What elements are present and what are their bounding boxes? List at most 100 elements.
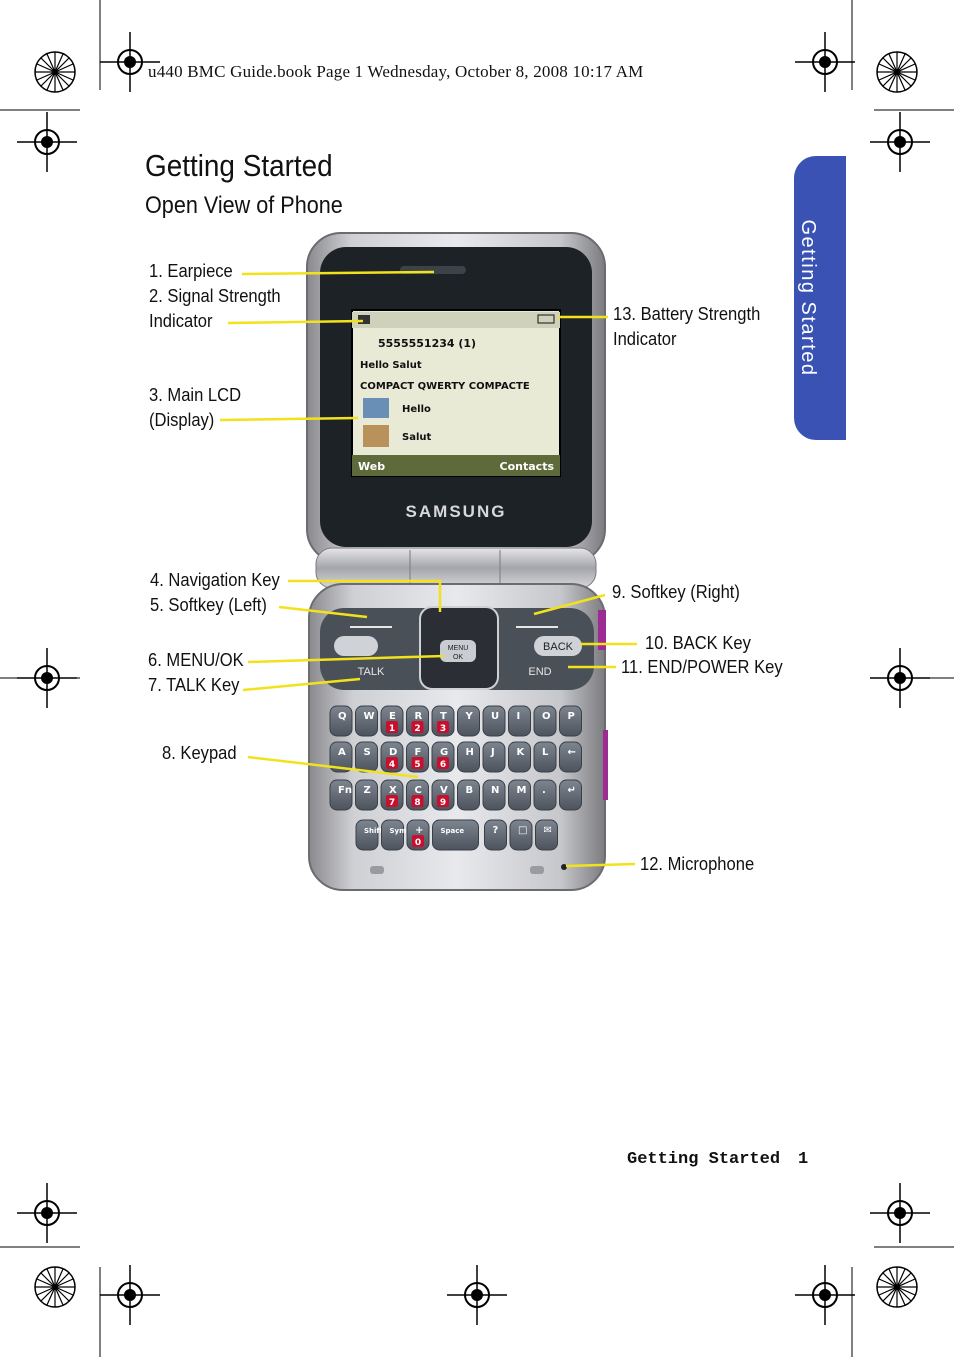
label-softkey-right: 9. Softkey (Right) — [612, 582, 740, 602]
side-tab-label: Getting Started — [797, 219, 820, 377]
key-b-label: B — [466, 785, 474, 796]
key-x-digit: 7 — [389, 798, 395, 808]
label-talk-key: 7. TALK Key — [148, 675, 240, 695]
key-l-label: L — [542, 747, 549, 758]
key-o — [533, 705, 557, 737]
key-question — [484, 819, 507, 851]
key-p-label: P — [568, 711, 575, 722]
label-softkey-left: 5. Softkey (Left) — [150, 595, 267, 615]
key-g-digit-badge — [437, 757, 449, 769]
lcd-softkey-left: Web — [358, 460, 385, 473]
key-x-digit-badge — [386, 795, 398, 807]
key-t-digit-badge — [437, 721, 449, 733]
label-end-power-key: 11. END/POWER Key — [621, 657, 783, 677]
key-zero-digit: 0 — [415, 838, 421, 848]
page-title: Getting Started — [145, 148, 333, 183]
lcd-line1: Hello Salut — [360, 360, 422, 371]
talk-key-text: TALK — [358, 666, 385, 678]
side-tab: Getting Started — [794, 156, 846, 440]
key-r-digit: 2 — [414, 724, 420, 734]
key-m — [508, 779, 531, 811]
key-n-label: N — [491, 785, 499, 796]
key-s-label: S — [364, 747, 371, 758]
key-t-label: T — [440, 711, 447, 722]
key-y-label: Y — [465, 711, 474, 722]
label-microphone: 12. Microphone — [640, 854, 755, 874]
key-fn-label: Fn — [338, 785, 352, 796]
key-shift — [355, 819, 379, 851]
key-v-digit-badge — [437, 795, 449, 807]
key-space — [432, 819, 479, 851]
key-f-label: F — [415, 747, 422, 758]
key-f-digit: 5 — [414, 760, 420, 770]
key-i — [508, 705, 531, 737]
key-e-digit: 1 — [389, 724, 395, 734]
key-enter-label: ↵ — [568, 785, 576, 796]
label-signal-strength: 2. Signal Strength Indicator — [149, 286, 281, 331]
key-r-digit-badge — [411, 721, 424, 733]
key-sym — [381, 819, 404, 851]
key-x-label: X — [389, 785, 397, 796]
label-main-lcd: 3. Main LCD (Display) — [149, 385, 242, 430]
key-h-label: H — [466, 747, 474, 758]
key-camera — [509, 819, 533, 851]
key-y — [457, 705, 480, 737]
key-u — [482, 705, 506, 737]
footer-section: Getting Started — [627, 1150, 781, 1169]
key-f-digit-badge — [411, 757, 424, 769]
label-earpiece: 1. Earpiece — [149, 261, 233, 281]
print-header: u440 BMC Guide.book Page 1 Wednesday, Oc… — [148, 62, 644, 81]
key-message-label: ✉ — [544, 825, 552, 836]
menu-key-text: MENU — [448, 645, 469, 652]
key-g-label: G — [440, 747, 448, 758]
key-t-digit: 3 — [440, 724, 446, 734]
ok-key-text: OK — [453, 654, 463, 661]
key-v-label: V — [440, 785, 448, 796]
page-subtitle: Open View of Phone — [145, 192, 343, 219]
key-v-digit: 9 — [440, 798, 446, 808]
label-battery-strength: 13. Battery Strength Indicator — [613, 304, 761, 349]
label-navigation-key: 4. Navigation Key — [150, 570, 280, 590]
lcd-contact2: Salut — [402, 432, 431, 443]
key-a — [329, 741, 353, 773]
lcd-number: 5555551234 (1) — [378, 337, 476, 350]
lcd-line2: COMPACT QWERTY COMPACTE — [360, 381, 530, 392]
key-z — [355, 779, 378, 811]
key-fn — [329, 779, 353, 811]
key-z-label: Z — [364, 785, 371, 796]
key-camera-label: □ — [518, 825, 527, 836]
label-menu-ok: 6. MENU/OK — [148, 650, 244, 670]
key-shift-label: Shift — [364, 827, 383, 835]
key-a-label: A — [338, 747, 346, 758]
label-keypad: 8. Keypad — [162, 743, 237, 763]
key-j — [482, 741, 506, 773]
key-period — [533, 779, 557, 811]
key-k — [508, 741, 531, 773]
key-e-digit-badge — [386, 721, 398, 733]
leader-lines — [219, 270, 637, 868]
key-m-label: M — [517, 785, 527, 796]
key-zero-digit-badge — [412, 835, 424, 847]
footer-page-number: 1 — [798, 1150, 809, 1169]
key-l — [533, 741, 557, 773]
key-message — [535, 819, 558, 851]
key-question-label: ? — [493, 825, 499, 836]
key-d-digit-badge — [386, 757, 398, 769]
key-u-label: U — [491, 711, 499, 722]
key-d-label: D — [389, 747, 397, 758]
key-w — [355, 705, 378, 737]
lcd-contact1: Hello — [402, 404, 431, 415]
key-i-label: I — [517, 711, 521, 722]
back-key-text: BACK — [543, 641, 574, 653]
phone-illustration: Web Contacts 5555551234 (1) Hello Salut … — [306, 232, 608, 891]
key-enter — [559, 779, 582, 811]
key-space-label: Space — [441, 827, 465, 835]
key-backspace — [559, 741, 582, 773]
key-b — [457, 779, 480, 811]
end-key-text: END — [528, 666, 551, 678]
key-e-label: E — [389, 711, 396, 722]
key-o-label: O — [542, 711, 551, 722]
key-n — [482, 779, 506, 811]
